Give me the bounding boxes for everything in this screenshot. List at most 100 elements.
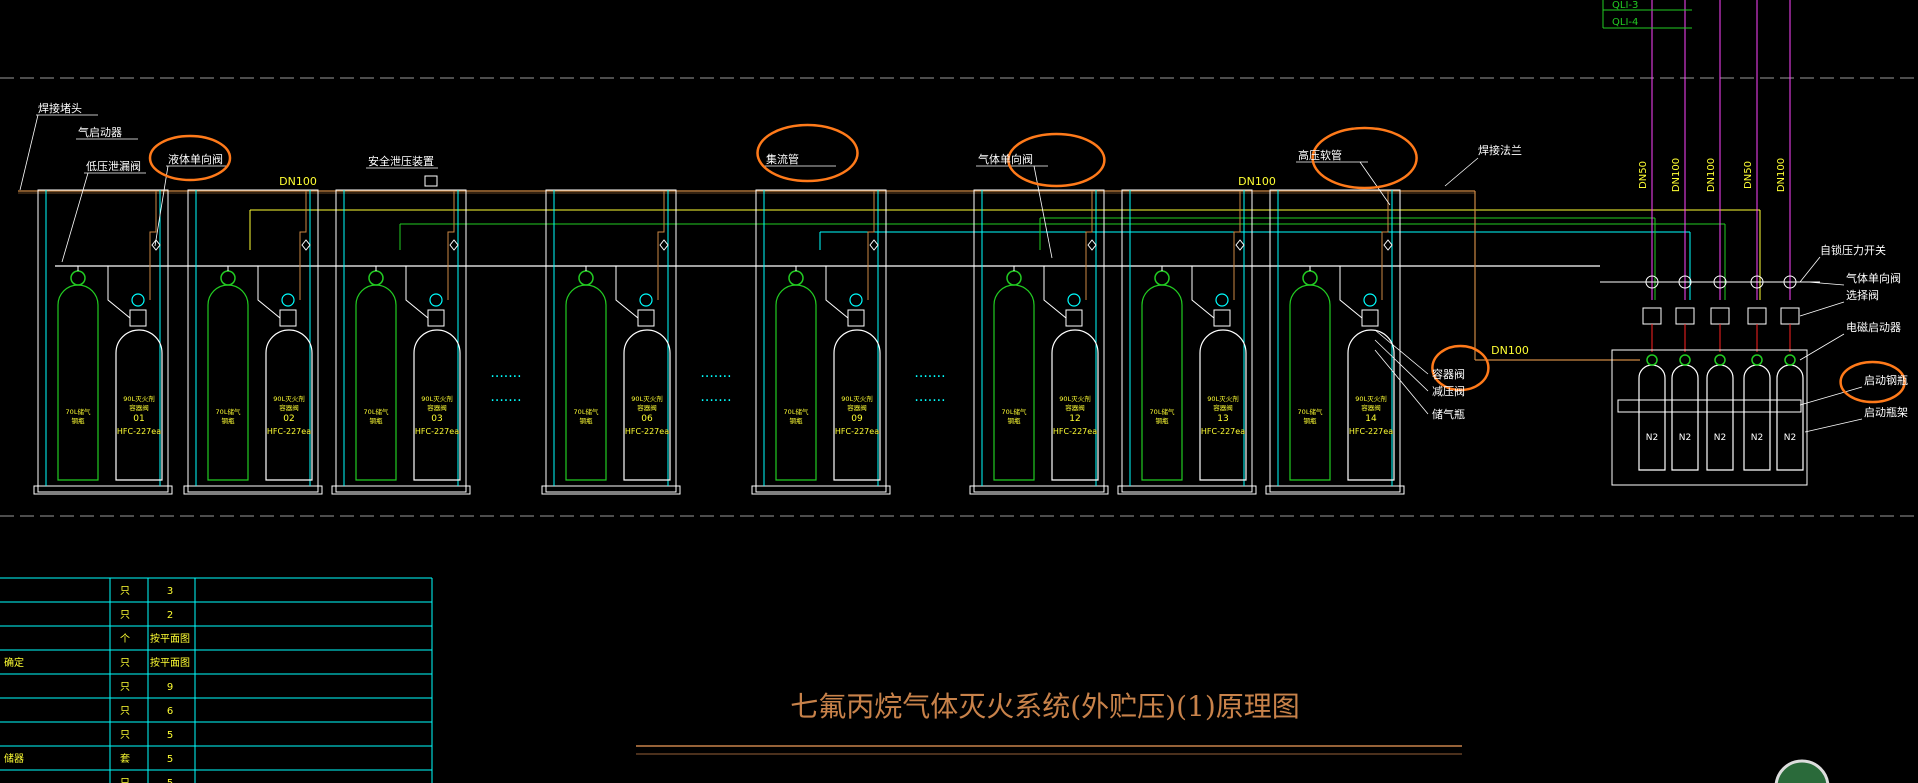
agent-capacity-label: 90L灭火剂 (841, 394, 872, 403)
container-valve (131, 293, 145, 307)
callout-label: 集流管 (766, 152, 799, 166)
review-circle (1311, 126, 1418, 190)
callout-label: 启动钢瓶 (1864, 373, 1908, 387)
callout-label: 自锁压力开关 (1820, 243, 1886, 257)
callout-leader (19, 114, 39, 191)
rack-base (331, 485, 471, 495)
cylinder-rack (1269, 189, 1401, 493)
ellipsis-dots: ······· (700, 369, 731, 385)
agent-cylinder (833, 329, 881, 481)
review-circle (1431, 344, 1490, 392)
table-name-cell: 储器 (4, 752, 24, 765)
callout-label: 容器阀 (1432, 367, 1465, 381)
agent-cylinder (265, 329, 313, 481)
start-bottle-valve (1714, 354, 1726, 366)
table-unit-cell: 只 (120, 586, 130, 597)
cylinder-number: 13 (1217, 414, 1228, 424)
n2-capacity-label: 70L储气 (1298, 407, 1323, 416)
callout-leader (1033, 165, 1053, 259)
callout-label: 气体单向阀 (978, 152, 1033, 166)
table-unit-cell: 只 (120, 706, 130, 717)
table-qty-cell: 按平面图 (150, 656, 190, 669)
n2-cylinder-label: 钢瓶 (1304, 417, 1318, 425)
n2-capacity-label: 70L储气 (1002, 407, 1027, 416)
start-bottle (1671, 364, 1699, 471)
vertical-pipe-label: DN50 (1743, 161, 1754, 189)
top-tag-label: QLI-3 (1612, 0, 1638, 11)
check-valve (1235, 239, 1245, 251)
cylinder-rack (335, 189, 467, 493)
agent-cylinder (1199, 329, 1247, 481)
discharge-riser (299, 191, 307, 300)
callout-label: 气体单向阀 (1846, 271, 1901, 285)
start-bottle (1776, 364, 1804, 471)
callout-leader (154, 165, 169, 247)
agent-cylinder (623, 329, 671, 481)
table-unit-cell: 个 (120, 633, 130, 645)
check-valve (151, 239, 161, 251)
agent-valve-label: 容器阀 (637, 403, 657, 412)
container-valve (1363, 293, 1377, 307)
callout-leader (1799, 301, 1845, 317)
agent-valve-label: 容器阀 (427, 403, 447, 412)
table-qty-cell: 6 (167, 706, 173, 717)
callout-label: 焊接法兰 (1478, 143, 1522, 157)
n2-cylinder (1141, 284, 1183, 481)
n2-capacity-label: 70L储气 (66, 407, 91, 416)
start-rack-band (1617, 399, 1802, 413)
callout-label: 焊接堵头 (38, 101, 82, 115)
ellipsis-dots: ······· (914, 393, 945, 409)
n2-cylinder-label: 钢瓶 (1008, 417, 1022, 425)
cylinder-rack (545, 189, 677, 493)
cylinder-number: 14 (1365, 414, 1377, 424)
start-bottle (1706, 364, 1734, 471)
container-valve (1215, 293, 1229, 307)
callout-leader (1374, 329, 1429, 375)
connection-pipe (1161, 265, 1215, 319)
connection-pipe (585, 265, 639, 319)
start-bottle-label: N2 (1679, 433, 1691, 443)
callout-label: 低压泄漏阀 (86, 159, 141, 173)
callout-leader (1374, 349, 1429, 415)
rack-base (33, 485, 173, 495)
callout-label: 选择阀 (1846, 288, 1879, 302)
n2-cylinder (1289, 284, 1331, 481)
agent-valve-label: 容器阀 (129, 403, 149, 412)
table-unit-cell: 只 (120, 682, 130, 693)
discharge-riser (447, 191, 455, 300)
start-bottle-rack (1611, 349, 1808, 486)
agent-capacity-label: 90L灭火剂 (1059, 394, 1090, 403)
agent-cylinder (1347, 329, 1395, 481)
container-valve (281, 293, 295, 307)
cylinder-number: 06 (641, 414, 653, 424)
cylinder-number: 01 (133, 414, 144, 424)
cylinder-rack (755, 189, 887, 493)
drawing-text: 70L储气钢瓶90L灭火剂容器阀01HFC-227ea70L储气钢瓶90L灭火剂… (4, 0, 1908, 783)
container-valve (429, 293, 443, 307)
n2-cylinder-label: 钢瓶 (222, 417, 236, 425)
discharge-riser (867, 191, 875, 300)
agent-type-label: HFC-227ea (267, 427, 311, 436)
n2-cylinder-label: 钢瓶 (790, 417, 804, 425)
callout-leader (1799, 386, 1863, 406)
n2-cylinder (207, 284, 249, 481)
container-valve (1067, 293, 1081, 307)
cylinder-number: 12 (1069, 414, 1080, 424)
agent-type-label: HFC-227ea (1053, 427, 1097, 436)
start-bottle-label: N2 (1751, 433, 1763, 443)
n2-capacity-label: 70L储气 (574, 407, 599, 416)
review-circle (148, 134, 232, 182)
n2-cylinder-label: 钢瓶 (370, 417, 384, 425)
table-unit-cell: 只 (120, 610, 130, 621)
callout-leader (1799, 256, 1821, 283)
callout-leader (1444, 157, 1479, 187)
table-qty-cell: 5 (167, 778, 173, 783)
callout-leader (1804, 418, 1863, 433)
check-valve (1383, 239, 1393, 251)
callout-leader (61, 172, 89, 263)
start-bottle (1638, 364, 1666, 471)
check-valve (1087, 239, 1097, 251)
n2-cylinder (57, 284, 99, 481)
check-valve (449, 239, 459, 251)
agent-type-label: HFC-227ea (117, 427, 161, 436)
